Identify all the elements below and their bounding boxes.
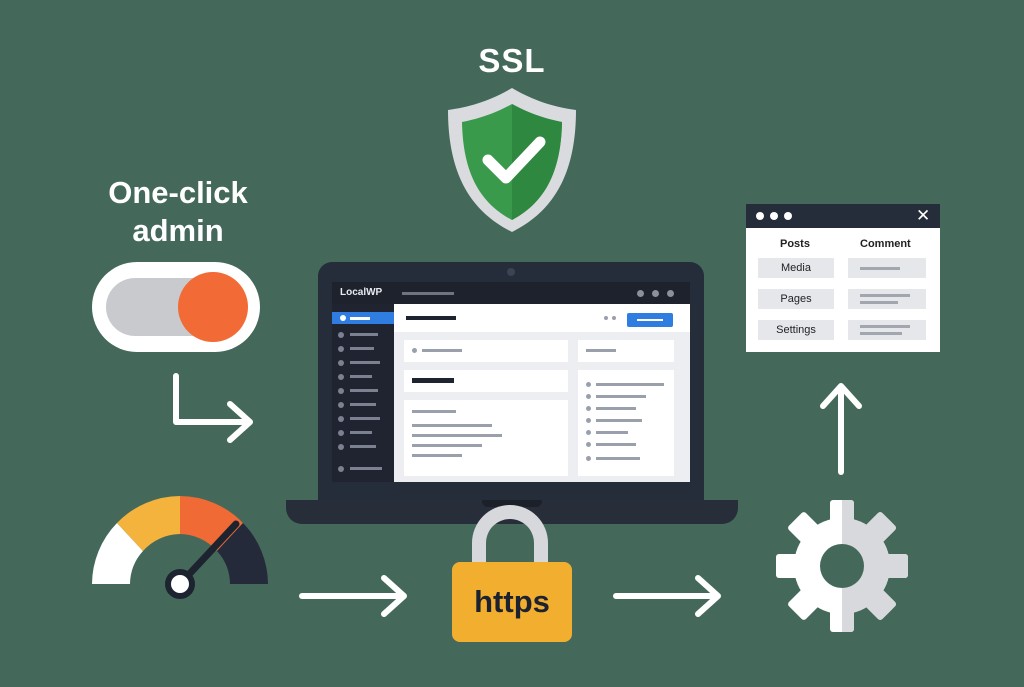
content-header xyxy=(394,304,690,332)
content-card xyxy=(404,340,568,362)
https-label: https xyxy=(474,584,550,619)
window-titlebar: ✕ xyxy=(746,204,940,228)
dashboard-topbar: LocalWP xyxy=(332,282,690,304)
ssl-label: SSL xyxy=(478,42,546,79)
dashboard-sidebar xyxy=(332,304,394,482)
header-posts: Posts xyxy=(780,238,810,250)
menu-item-settings[interactable]: Settings xyxy=(758,320,834,340)
menu-item-media[interactable]: Media xyxy=(758,258,834,278)
admin-window: ✕ Posts Comment Media Pages Settings xyxy=(746,204,940,352)
arrow-up-icon xyxy=(820,383,862,475)
toggle-knob xyxy=(178,272,248,342)
topbar-dot xyxy=(637,290,644,297)
shield-check-icon xyxy=(448,88,576,232)
https-lock-icon: https xyxy=(452,562,572,642)
laptop-screen: LocalWP xyxy=(318,262,704,502)
content-card xyxy=(578,340,674,362)
comment-placeholder xyxy=(848,320,926,340)
sidebar-item-active[interactable] xyxy=(332,312,394,324)
camera-icon xyxy=(507,268,515,276)
content-card xyxy=(404,400,568,476)
app-name: LocalWP xyxy=(340,287,383,298)
comment-placeholder xyxy=(848,289,926,309)
content-card-list xyxy=(578,370,674,476)
comment-placeholder xyxy=(848,258,926,278)
dashboard-content xyxy=(394,304,690,482)
toggle-switch[interactable] xyxy=(92,262,260,352)
window-dot xyxy=(770,212,778,220)
one-click-line-2: admin xyxy=(132,213,224,248)
header-comment: Comment xyxy=(860,238,911,250)
laptop-notch xyxy=(482,500,542,507)
close-icon[interactable]: ✕ xyxy=(916,206,931,225)
gear-icon xyxy=(776,500,908,632)
arrow-right-icon xyxy=(613,575,721,617)
dashboard-screen: LocalWP xyxy=(332,282,690,482)
topbar-dot xyxy=(667,290,674,297)
topbar-placeholder xyxy=(402,292,454,295)
topbar-dot xyxy=(652,290,659,297)
primary-button[interactable] xyxy=(627,313,673,327)
menu-item-pages[interactable]: Pages xyxy=(758,289,834,309)
window-dot xyxy=(784,212,792,220)
one-click-line-1: One-click xyxy=(108,175,248,210)
speedometer-icon xyxy=(92,496,268,599)
elbow-arrow-icon xyxy=(173,373,253,443)
content-card xyxy=(404,370,568,392)
window-dot xyxy=(756,212,764,220)
arrow-right-icon xyxy=(299,575,407,617)
one-click-admin-label: One-click admin xyxy=(78,174,278,250)
